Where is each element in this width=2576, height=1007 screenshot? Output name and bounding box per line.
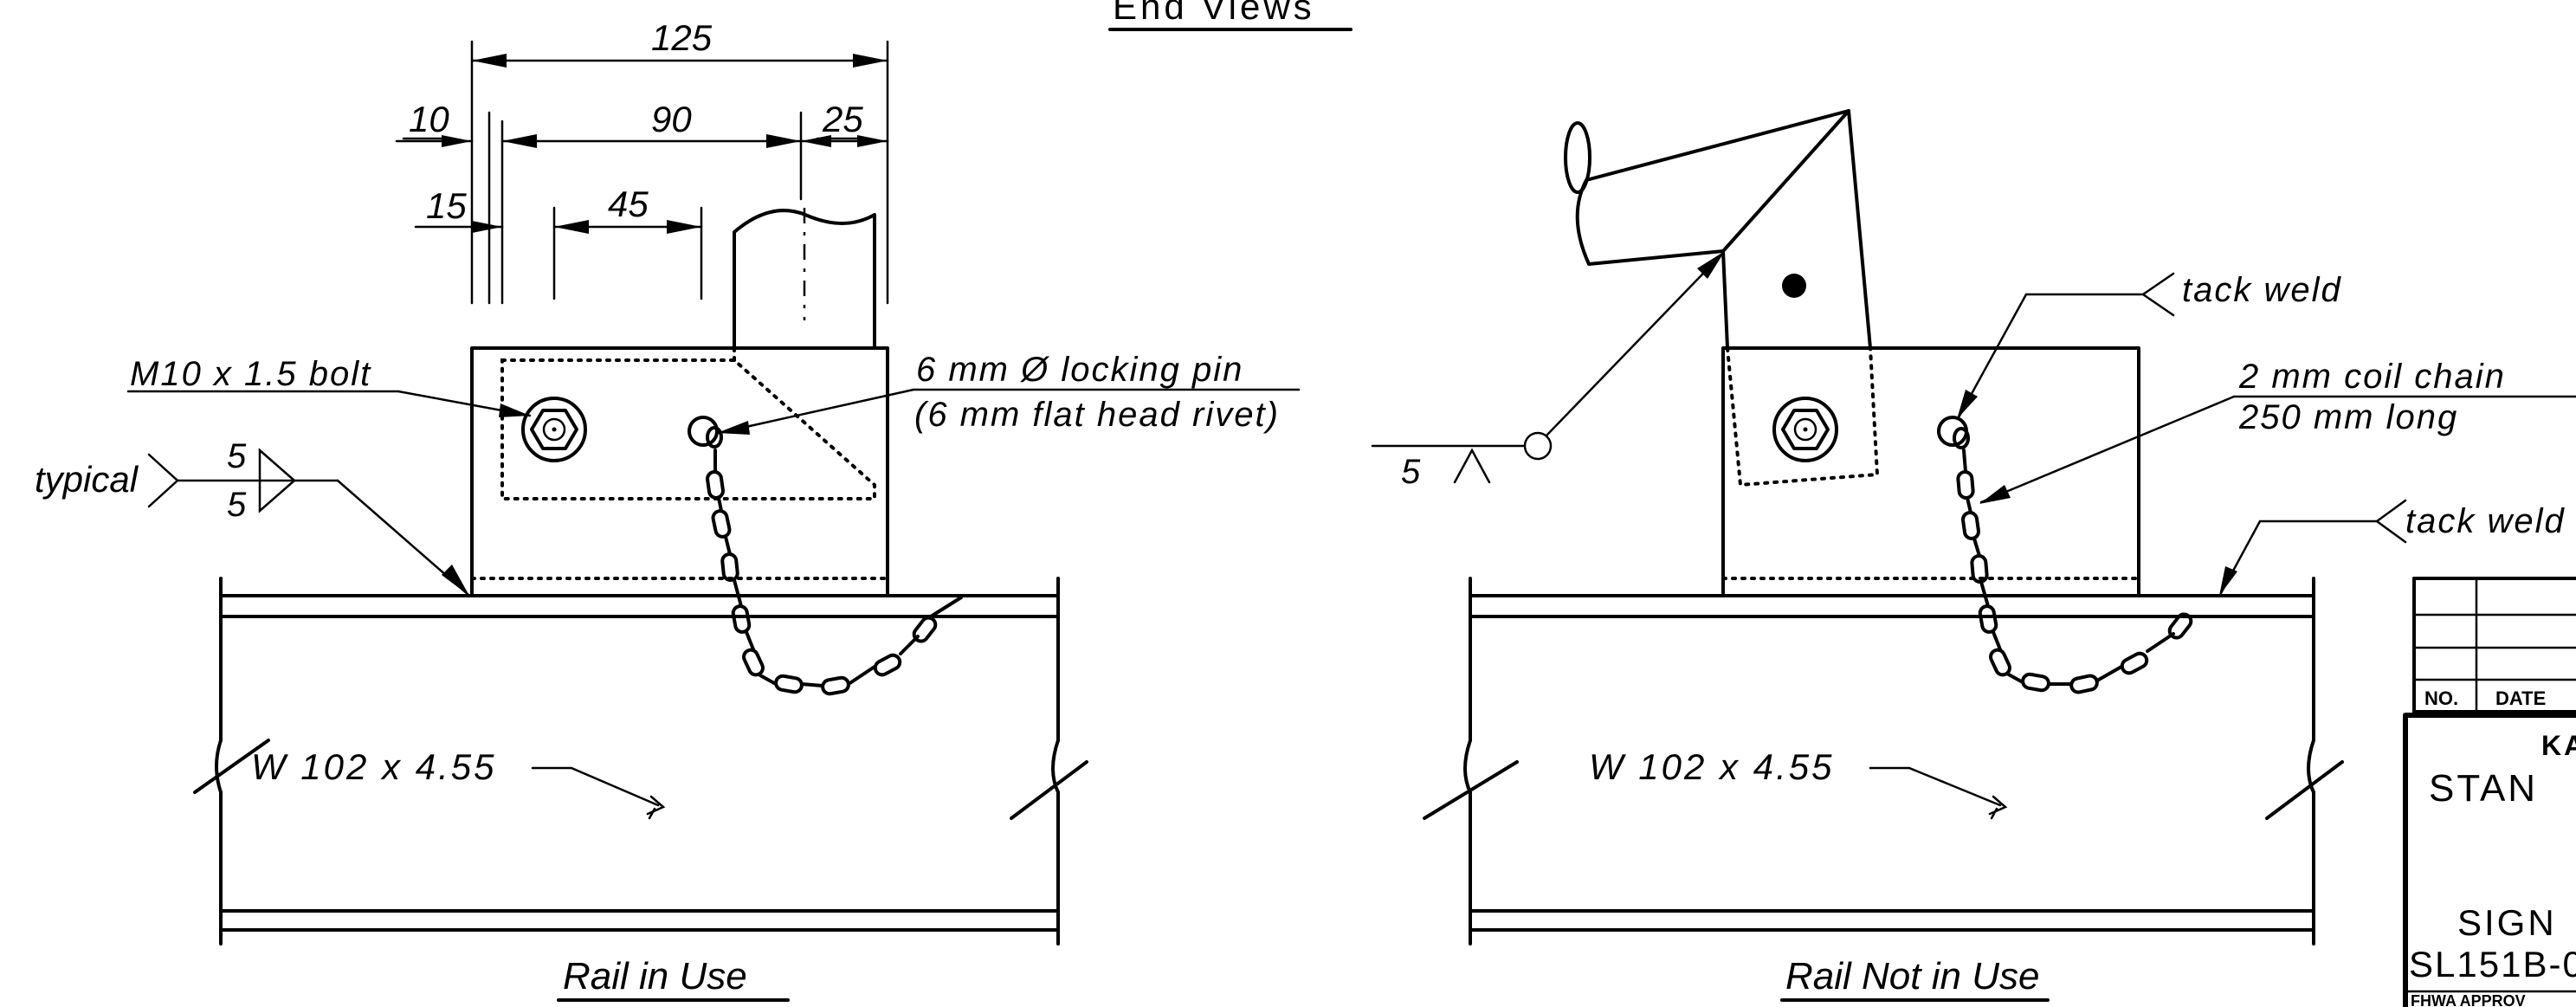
weld-size-bottom: 5: [227, 486, 247, 524]
dim-25-value: 25: [822, 99, 863, 139]
right-bracket-plate: [1721, 346, 2140, 597]
dim-125: 125: [470, 17, 889, 305]
left-break-mark-1: [193, 739, 270, 794]
left-hidden-outline: [500, 358, 876, 500]
right-post-arm: [1575, 109, 1850, 266]
right-folded-post: [1721, 109, 1872, 350]
right-break-mark-1: [1423, 739, 1519, 820]
left-beam: [193, 577, 1088, 946]
right-view: 5 tack weld 2 mm coil chain 250 mm long …: [1371, 109, 2576, 1002]
left-view: 125 10 90 25: [35, 17, 1301, 1002]
dim-10-value: 10: [409, 99, 449, 139]
left-beam-label: W 102 x 4.55: [251, 746, 496, 787]
locking-pin-label-line2: (6 mm flat head rivet): [914, 396, 1280, 434]
dim-90-value: 90: [651, 99, 692, 139]
tack-weld-top-label: tack weld: [2182, 271, 2342, 309]
left-locking-pin: [688, 416, 723, 449]
right-beam-label: W 102 x 4.55: [1589, 746, 1834, 787]
right-beam: [1423, 577, 2344, 946]
left-caption: Rail in Use: [563, 955, 747, 997]
right-weld-symbol: 5: [1371, 251, 1725, 491]
title-approval: FHWA APPROV: [2411, 992, 2526, 1007]
right-chain: [1956, 449, 2193, 694]
dim-45-value: 45: [608, 184, 649, 224]
left-post: [733, 209, 876, 350]
left-bolt: [521, 397, 587, 462]
left-weld-symbol: typical 5 5: [35, 437, 469, 596]
title-col-date: DATE: [2495, 687, 2546, 709]
right-caption: Rail Not in Use: [1785, 955, 2039, 997]
section-title: End Views: [1113, 0, 1315, 27]
bolt-label: M10 x 1.5 bolt: [130, 355, 371, 393]
dim-125-value: 125: [651, 17, 713, 58]
right-weld-size: 5: [1401, 453, 1421, 491]
right-locking-pin: [1937, 416, 1970, 449]
dim-15-value: 15: [426, 185, 467, 226]
right-bolt: [1772, 397, 1838, 462]
title-agency: KA: [2541, 730, 2576, 761]
dim-row-2: 10 90 25: [395, 99, 889, 305]
locking-pin-label-line1: 6 mm Ø locking pin: [916, 351, 1243, 389]
tack-weld-bottom-label: tack weld: [2405, 502, 2566, 540]
title-col-no: NO.: [2424, 687, 2458, 709]
right-post-hole: [1782, 274, 1806, 298]
chain-label-line1: 2 mm coil chain: [2238, 358, 2506, 396]
left-break-mark-2: [1010, 739, 1088, 820]
left-bracket-plate: [470, 346, 889, 597]
chain-label-line2: 250 mm long: [2238, 398, 2458, 436]
title-block: NO. DATE KA STAN SIGN SL151B-0 FHWA APPR…: [2403, 577, 2576, 1007]
left-chain: [706, 449, 963, 696]
weld-size-top: 5: [227, 437, 247, 475]
title-drawing-no: SL151B-0: [2409, 944, 2576, 984]
title-sign: SIGN: [2457, 902, 2557, 943]
weld-note-typical: typical: [35, 459, 139, 500]
right-break-mark-2: [2265, 739, 2344, 820]
title-standard: STAN: [2429, 767, 2538, 810]
dim-row-3: 15 45: [414, 184, 703, 300]
